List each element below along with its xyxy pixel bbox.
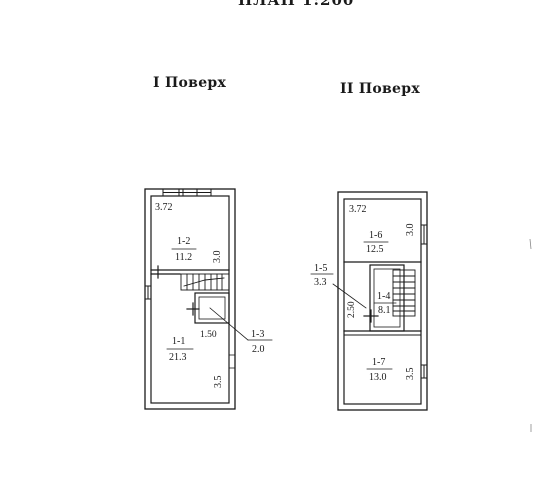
- floor-1-leader: [209, 307, 273, 341]
- floor-1-staircase: [180, 273, 230, 291]
- room-1-6-area: 12.5: [366, 244, 384, 255]
- room-1-6-id: 1-6: [369, 230, 382, 241]
- plan-header: ПЛАН 1:200: [238, 0, 355, 9]
- floor-2-outer-wall: [337, 191, 428, 411]
- page-edge-marks: [529, 238, 532, 432]
- floor-2-staircase: [392, 269, 416, 317]
- room-1-5-id: 1-5: [314, 263, 327, 274]
- room-1-4-area: 8.1: [378, 305, 391, 316]
- floor-2-dim-hall: 2.50: [347, 301, 357, 318]
- room-1-5-area: 3.3: [314, 277, 327, 288]
- room-1-2-area: 11.2: [175, 252, 192, 263]
- floor-1-labels: 3.72 3.0 1.50 3.5 1-2 11.2 1-1 21.3 1-3 …: [155, 202, 265, 388]
- floor-2-inner-wall: [343, 198, 422, 405]
- floor-2-plan: [310, 191, 428, 411]
- floor-1-dim-lower-depth: 3.5: [213, 376, 224, 389]
- floor-2-title: II Поверх: [340, 81, 421, 97]
- room-1-1-area: 21.3: [169, 352, 187, 363]
- floor-1-title: I Поверх: [153, 75, 227, 91]
- room-1-7-id: 1-7: [372, 357, 385, 368]
- room-1-4-id: 1-4: [377, 291, 390, 302]
- room-1-7-area: 13.0: [369, 372, 387, 383]
- room-1-3-area: 2.0: [252, 344, 265, 355]
- floor-1-dim-width: 3.72: [155, 202, 173, 213]
- room-1-3-id: 1-3: [251, 329, 264, 340]
- floor-1-partition: [150, 265, 230, 279]
- floor-2-dim-width: 3.72: [349, 204, 367, 215]
- floor-1-plan: [144, 188, 273, 410]
- floor-1-room-1-3-walls: [186, 292, 230, 324]
- room-1-2-id: 1-2: [177, 236, 190, 247]
- room-1-1-id: 1-1: [172, 336, 185, 347]
- floor-2-dim-lower-depth: 3.5: [405, 368, 416, 381]
- floor-2-labels: 3.72 3.0 2.50 3.5 1-6 12.5 1-5 3.3 1-4 8…: [314, 204, 416, 383]
- floor-1-dim-hall: 1.50: [200, 330, 217, 340]
- floor-1-dim-upper-depth: 3.0: [212, 251, 223, 264]
- floor-1-inner-wall: [150, 195, 230, 404]
- floor-1-left-windows: [144, 285, 152, 300]
- floor-2-dim-upper-depth: 3.0: [405, 224, 416, 237]
- floor-1-top-window: [162, 188, 212, 197]
- floor-2-right-windows: [420, 224, 428, 379]
